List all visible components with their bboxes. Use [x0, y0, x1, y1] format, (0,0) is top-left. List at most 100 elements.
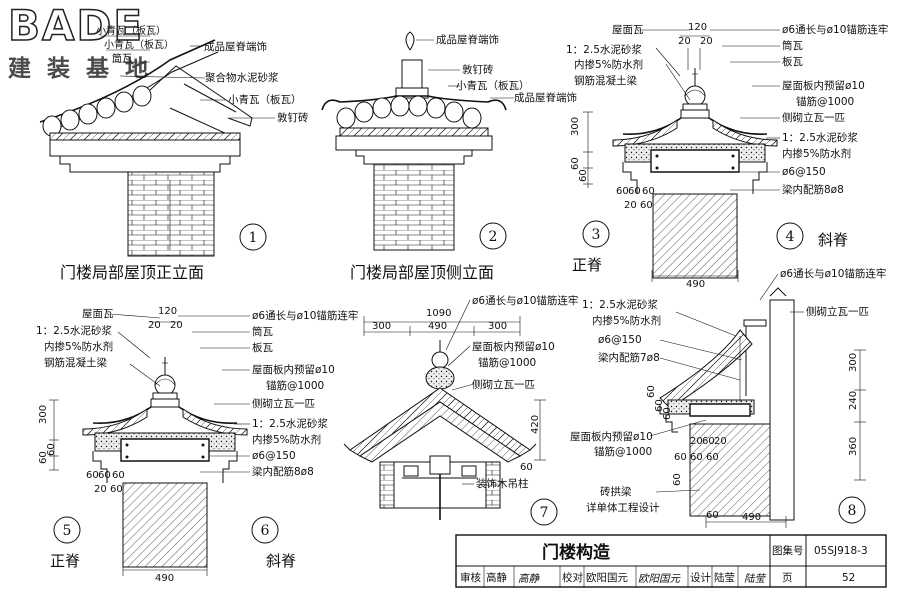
d2-callout-4: 成品屋脊端饰	[514, 91, 577, 104]
d8-dim-left: 60	[706, 510, 719, 521]
d8-dim-g: 60	[674, 452, 687, 463]
d2-number: 2	[489, 229, 498, 245]
checker-signature: 欧阳国元	[638, 573, 681, 585]
d5-dim-h2: 60	[38, 451, 49, 464]
d1-caption: 门楼局部屋顶正立面	[60, 263, 204, 282]
d7-dim-s: 60	[520, 462, 533, 473]
d4-callout-4: 屋面板内预留ø10	[782, 79, 865, 92]
d6-callout-1: ø6通长与ø10锚筋连牢	[252, 309, 358, 322]
d5-dim-b: 20	[170, 320, 183, 331]
d5-dim-a: 20	[148, 320, 161, 331]
d1-callout-6: 小青瓦（板瓦）	[228, 93, 302, 106]
detail-8-lean-to-section: 300 240 360 60 60 60 20 60 20 60 60 60 6…	[570, 267, 886, 528]
detail-1-front-elevation: 小青瓦（板瓦） 小青瓦（板瓦） 筒瓦 成品屋脊端饰 聚合物水泥砂浆 小青瓦（板瓦…	[39, 24, 309, 282]
d5-dim-h3: 60	[46, 443, 57, 456]
d4-callout-1: ø6通长与ø10锚筋连牢	[782, 23, 888, 36]
d2-callout-2: 敦钉砖	[462, 63, 494, 76]
checker: 欧阳国元	[586, 572, 628, 584]
d6-callout-8: 内掺5%防水剂	[252, 433, 321, 446]
d4-callout-8: 内掺5%防水剂	[782, 147, 851, 160]
d3-dim-top: 120	[688, 22, 707, 33]
d1-number: 1	[249, 230, 258, 246]
d5-dim-w2: 60	[98, 470, 111, 481]
d3-dim-b: 20	[700, 36, 713, 47]
d5-dim-h1: 300	[38, 405, 49, 424]
d8-dim-b: 60	[654, 399, 665, 412]
d4-callout-5: 锚筋@1000	[796, 95, 854, 108]
d6-tag: 斜脊	[266, 552, 296, 570]
title-block: 门楼构造 图集号 05SJ918-3 审核 高静 高静 校对 欧阳国元 欧阳国元…	[455, 534, 887, 588]
d7-callout-4: 侧砌立瓦一匹	[472, 378, 535, 391]
d5-tag: 正脊	[50, 552, 80, 570]
d8-dim-e: 60	[702, 436, 715, 447]
d8-callout-10: 详单体工程设计	[586, 501, 660, 514]
d8-callout-9: 砖拱梁	[600, 485, 632, 498]
check-label: 校对	[562, 571, 583, 584]
d4-tag: 斜脊	[818, 231, 848, 249]
d3-dim-w3: 20	[624, 200, 637, 211]
d3-callout-3: 内掺5%防水剂	[574, 58, 643, 71]
d7-callout-1: ø6通长与ø10锚筋连牢	[472, 294, 578, 307]
d5-number: 5	[63, 523, 72, 539]
d7-dim-h: 420	[530, 415, 541, 434]
d5-callout-1: 屋面瓦	[82, 308, 114, 320]
d7-number: 7	[540, 505, 549, 521]
d7-callout-3: 锚筋@1000	[478, 356, 536, 369]
d6-callout-4: 屋面板内预留ø10	[252, 363, 335, 376]
d8-callout-2: 1：2.5水泥砂浆	[582, 298, 658, 311]
d8-dim-c: 60	[662, 407, 673, 420]
d1-callout-5: 聚合物水泥砂浆	[205, 71, 279, 84]
d5-dim-w1: 60	[86, 470, 99, 481]
d6-callout-5: 锚筋@1000	[266, 379, 324, 392]
d7-dim-r: 300	[488, 321, 507, 332]
d7-callout-2: 屋面板内预留ø10	[472, 340, 555, 353]
reviewer: 高静	[486, 571, 507, 584]
d4-callout-10: 梁内配筋8ø8	[782, 183, 844, 196]
d5-dim-w6: 60	[110, 484, 123, 495]
detail-5-6-ridge-section: 300 60 60 120 20 20 60 60 60 20 60 490 屋…	[36, 306, 358, 584]
logo-subtitle: 建 装 基 地	[8, 56, 152, 82]
d3-dim-h1: 300	[570, 117, 581, 136]
d3-dim-bottom: 490	[686, 279, 705, 290]
d8-callout-6: 侧砌立瓦一匹	[806, 305, 869, 318]
d2-callout-1: 成品屋脊端饰	[436, 33, 499, 46]
d8-dim-bottom: 490	[742, 512, 761, 523]
d3-number: 3	[592, 227, 601, 243]
d3-dim-w2: 60	[628, 186, 641, 197]
detail-7-gable-section: 1090 300 490 300 420 60 ø6通长与ø10锚筋连牢 屋面板…	[343, 294, 578, 526]
d6-callout-9: ø6@150	[252, 450, 296, 462]
d8-dim-d: 20	[690, 436, 703, 447]
d6-number: 6	[261, 523, 270, 539]
atlas-label: 图集号	[772, 544, 804, 557]
d8-callout-7: 屋面板内预留ø10	[570, 430, 653, 443]
d1-callout-2: 小青瓦（板瓦）	[104, 38, 174, 51]
d8-dim-h1: 300	[848, 353, 859, 372]
d3-tag: 正脊	[572, 256, 602, 274]
detail-2-side-elevation: 成品屋脊端饰 敦钉砖 小青瓦（板瓦） 成品屋脊端饰 2 门楼局部屋顶侧立面	[321, 31, 577, 282]
logo-text: BADE	[8, 1, 144, 50]
d4-callout-9: ø6@150	[782, 166, 826, 178]
d6-callout-7: 1：2.5水泥砂浆	[252, 417, 328, 430]
d1-callout-7: 敦钉砖	[277, 111, 309, 124]
d1-callout-4: 成品屋脊端饰	[204, 40, 267, 53]
design-label: 设计	[690, 571, 711, 584]
d2-caption: 门楼局部屋顶侧立面	[350, 263, 494, 282]
d8-callout-1: ø6通长与ø10锚筋连牢	[780, 267, 886, 280]
designer-signature: 陆莹	[744, 573, 766, 585]
d5-dim-w4: 60	[112, 470, 125, 481]
d5-dim-bottom: 490	[155, 573, 174, 584]
d3-callout-4: 钢筋混凝土梁	[574, 74, 637, 87]
d6-callout-10: 梁内配筋8ø8	[252, 465, 314, 478]
d3-callout-1: 屋面瓦	[612, 24, 644, 36]
detail-3-4-ridge-section: 300 60 60 120 20 20 60 60 60 20 60 490 屋…	[566, 22, 888, 290]
logo: BADE 建 装 基 地	[7, 0, 152, 82]
d3-dim-h3: 60	[578, 169, 589, 182]
d4-callout-6: 侧砌立瓦一匹	[782, 111, 845, 124]
d7-dim-total: 1090	[426, 308, 451, 319]
d5-dim-top: 120	[158, 306, 177, 317]
d6-callout-6: 侧砌立瓦一匹	[252, 397, 315, 410]
d8-callout-8: 锚筋@1000	[594, 445, 652, 458]
d8-callout-5: 梁内配筋7ø8	[598, 351, 660, 364]
d8-dim-n: 60	[672, 473, 683, 486]
atlas-number: 05SJ918-3	[814, 545, 868, 557]
